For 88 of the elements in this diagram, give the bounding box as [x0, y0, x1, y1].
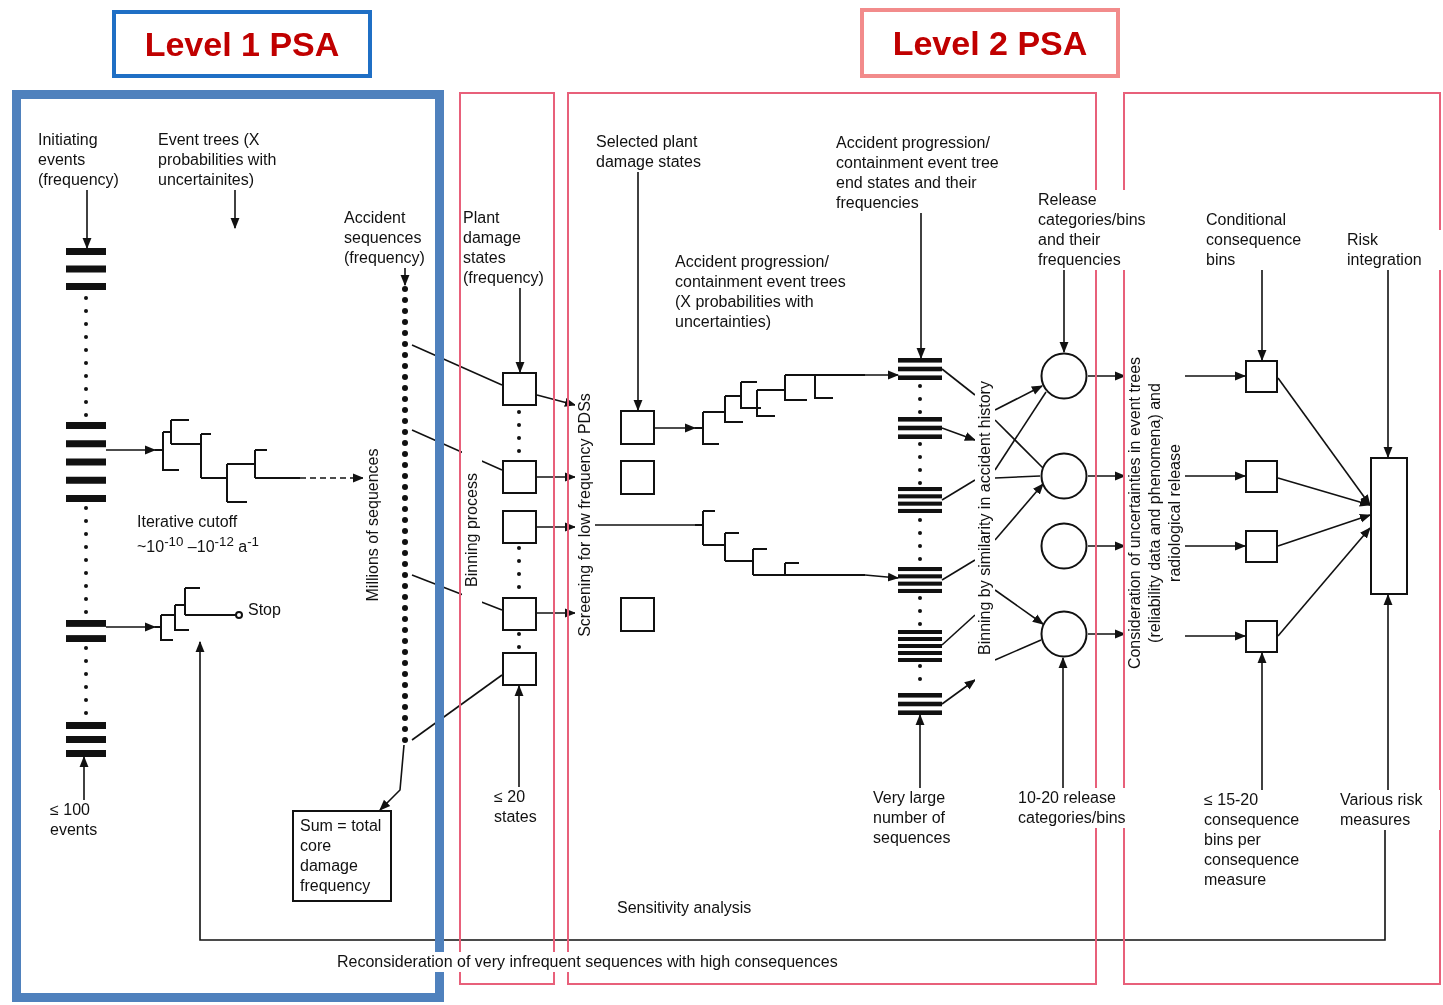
arrow — [915, 713, 925, 789]
circle-node — [1040, 452, 1088, 500]
square-box — [1245, 360, 1278, 393]
arrow — [1058, 656, 1068, 789]
connector-line — [941, 479, 976, 501]
connector-line — [941, 368, 976, 396]
arrow — [994, 385, 1043, 411]
square-box — [502, 510, 537, 544]
bar-stack-icon — [898, 567, 942, 593]
arrow — [1257, 651, 1267, 791]
risk-box — [1370, 457, 1408, 595]
arrow — [654, 423, 697, 433]
arrow — [994, 483, 1044, 541]
arrow — [1184, 371, 1247, 381]
annotation-text: Stop — [248, 600, 281, 620]
arrow — [400, 267, 410, 287]
square-box — [502, 460, 537, 494]
bar-stack-icon — [898, 693, 942, 715]
annotation-text: Various risk measures — [1340, 790, 1440, 830]
square-box — [502, 372, 537, 406]
square-box — [620, 410, 655, 445]
connector-line — [994, 475, 1041, 479]
bar-stack-icon — [66, 722, 106, 757]
heading-box: Level 2 PSA — [860, 8, 1120, 78]
arrow — [633, 171, 643, 412]
connector-line — [941, 559, 976, 581]
arrow — [1383, 593, 1393, 791]
arrow — [1277, 513, 1372, 547]
square-box — [1245, 530, 1278, 563]
circle-node — [1040, 610, 1088, 658]
sum-box: Sum = total core damage frequency — [292, 810, 392, 902]
arrow — [79, 755, 89, 801]
arrow — [299, 473, 365, 483]
connector-line — [994, 391, 1047, 471]
bar-stack-icon — [898, 487, 942, 513]
arrow — [536, 522, 577, 532]
connector-line — [941, 614, 976, 646]
annotation-text: Risk integration — [1347, 230, 1442, 270]
bar-stack-icon — [66, 248, 106, 290]
square-box — [620, 460, 655, 495]
arrow — [105, 622, 157, 632]
arrow — [864, 370, 900, 380]
arrow — [1184, 471, 1247, 481]
connector-line — [594, 524, 696, 526]
connector-line — [994, 419, 1044, 469]
edge-label: Sensitivity analysis — [615, 898, 754, 918]
annotation-text: Accident progression/ containment event trees (X probabilities with uncertainties) — [675, 252, 847, 332]
arrow — [515, 287, 525, 374]
arrow — [230, 189, 240, 230]
square-box — [1245, 620, 1278, 653]
square-box — [502, 597, 537, 631]
feedback-note: Reconsideration of very infrequent sequences with high consequences — [337, 952, 838, 972]
arrow — [536, 472, 577, 482]
square-box — [1245, 460, 1278, 493]
arrow — [1277, 527, 1371, 637]
bar-stack-icon — [898, 358, 942, 380]
arrow — [379, 744, 405, 811]
circle-node — [1040, 352, 1088, 400]
bar-stack-icon — [898, 417, 942, 439]
annotation-text: Iterative cutoff ~10$^{-10}$ –10$^{-12}$ a$^{-1}$ — [137, 512, 260, 558]
arrow — [195, 640, 1386, 941]
square-box — [502, 652, 537, 686]
arrow — [941, 427, 977, 441]
arrow — [514, 684, 524, 788]
bar-stack-icon — [898, 630, 942, 662]
arrow — [1059, 269, 1069, 354]
arrow — [1257, 269, 1267, 362]
arrow — [916, 212, 926, 360]
connector-line — [994, 639, 1042, 661]
arrow — [536, 394, 577, 407]
circle-node — [1040, 522, 1088, 570]
heading-box: Level 1 PSA — [112, 10, 372, 78]
arrow — [105, 445, 157, 455]
arrow — [1184, 541, 1247, 551]
arrow — [1277, 477, 1372, 507]
arrow — [941, 679, 976, 705]
arrow — [864, 572, 900, 582]
arrow — [1383, 269, 1393, 459]
arrow — [1277, 377, 1371, 506]
connector-line — [411, 674, 503, 741]
arrow — [536, 608, 577, 618]
bar-stack-icon — [66, 422, 106, 502]
bar-stack-icon — [66, 620, 106, 642]
arrow — [82, 189, 92, 250]
arrow — [994, 589, 1044, 625]
arrow — [1184, 631, 1247, 641]
square-box — [620, 597, 655, 632]
connector-line — [411, 344, 503, 386]
